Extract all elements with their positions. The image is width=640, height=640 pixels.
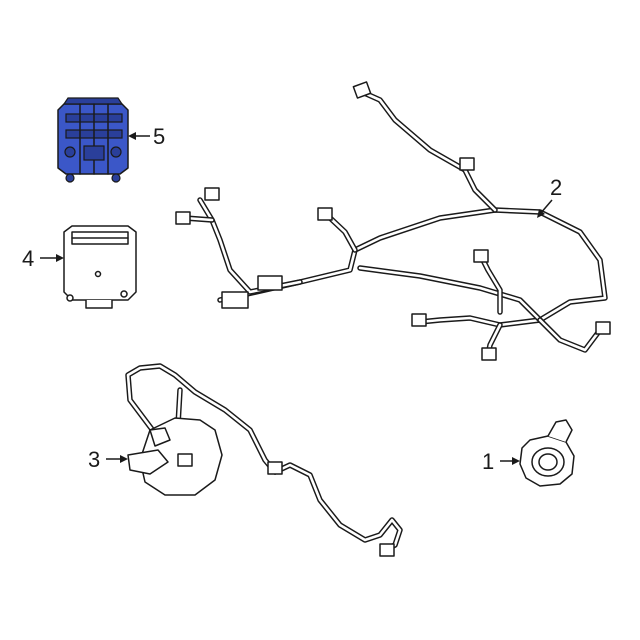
callout-2: 2 bbox=[537, 175, 562, 218]
part-3-sensor-bracket[interactable] bbox=[125, 363, 403, 557]
part-5-module-bracket[interactable] bbox=[57, 97, 129, 183]
part-2-wiring-harness[interactable] bbox=[175, 81, 611, 361]
callout-2-label: 2 bbox=[550, 175, 562, 200]
callout-4-label: 4 bbox=[22, 246, 34, 271]
callout-3: 3 bbox=[88, 447, 128, 472]
callout-5: 5 bbox=[128, 124, 165, 149]
callout-1: 1 bbox=[482, 449, 520, 474]
part-1-sensor[interactable] bbox=[519, 419, 575, 487]
part-4-control-module[interactable] bbox=[63, 225, 137, 309]
callout-3-label: 3 bbox=[88, 447, 100, 472]
callout-1-label: 1 bbox=[482, 449, 494, 474]
callout-5-label: 5 bbox=[153, 124, 165, 149]
callout-4: 4 bbox=[22, 246, 64, 271]
